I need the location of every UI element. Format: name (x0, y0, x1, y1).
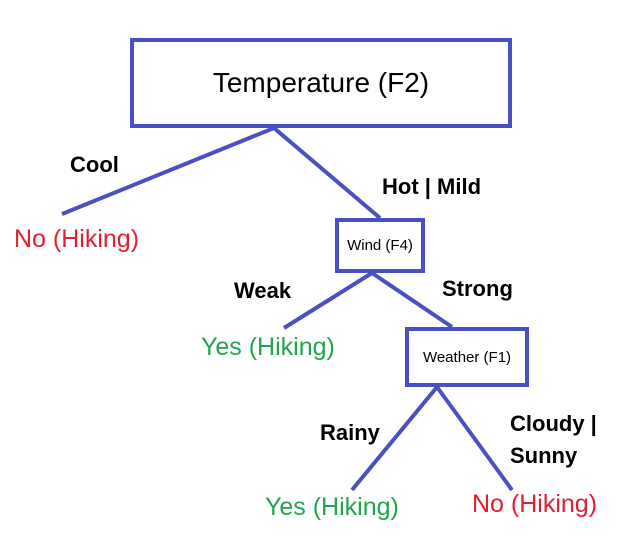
leaf-cloudy-sunny-no-hiking: No (Hiking) (472, 490, 598, 518)
edge-label-weak: Weak (234, 278, 292, 303)
node-wind: Wind (F4) (335, 218, 425, 273)
edge-label-hot-mild: Hot | Mild (382, 174, 482, 199)
edge-root-to-cool (61, 126, 275, 216)
edge-label-cloudy-sunny-line1: Cloudy | (510, 411, 597, 436)
edge-label-cloudy-sunny-line2: Sunny (510, 443, 578, 468)
node-temperature: Temperature (F2) (130, 38, 512, 128)
node-weather: Weather (F1) (405, 327, 529, 387)
edge-label-strong: Strong (442, 276, 513, 301)
leaf-cool-no-hiking: No (Hiking) (14, 225, 140, 253)
node-wind-label: Wind (F4) (347, 237, 413, 254)
leaf-weak-yes-hiking: Yes (Hiking) (201, 333, 335, 361)
node-temperature-label: Temperature (F2) (212, 67, 430, 98)
edge-label-rainy: Rainy (320, 420, 380, 445)
edge-weather-to-rainy (350, 385, 439, 492)
leaf-rainy-yes-hiking: Yes (Hiking) (265, 493, 399, 521)
edge-wind-to-weather (370, 271, 454, 329)
node-weather-label: Weather (F1) (422, 348, 512, 366)
edge-label-cool: Cool (70, 152, 119, 177)
edge-wind-to-weak (282, 271, 374, 330)
edge-root-to-wind (272, 126, 382, 220)
edge-weather-to-cloudy-sunny (435, 385, 514, 492)
